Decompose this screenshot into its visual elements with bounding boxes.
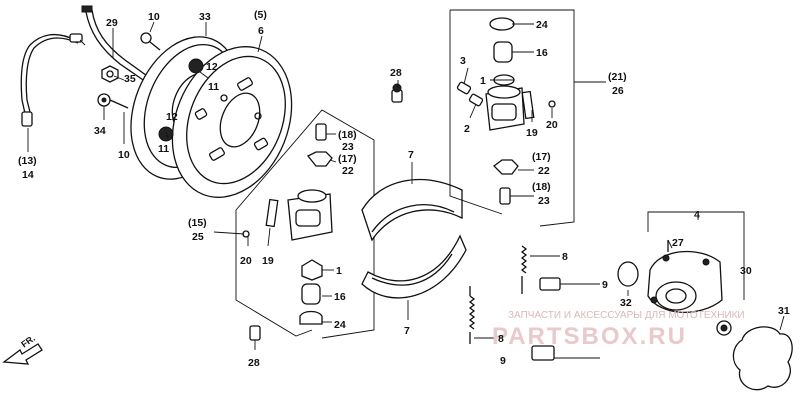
spring-8-lower [468,286,476,344]
callout-20-left: 20 [240,255,252,267]
gasket-31 [732,326,793,391]
callout-21: (21) [608,71,627,83]
wheel-cylinder-group-right [449,9,575,227]
wheel-cylinder-group-left [235,109,375,350]
callout-14: 14 [22,169,34,181]
watermark-line-1: ЗАПЧАСТИ И АКСЕССУАРЫ ДЛЯ МОТОТЕХНИКИ [508,310,745,321]
callout-20-right: 20 [546,119,558,131]
callout-9-upper: 9 [602,279,608,291]
callout-12-lower: 12 [166,111,178,123]
callout-12-upper: 12 [206,61,218,73]
callout-11-lower: 11 [158,143,169,155]
callout-7-lower: 7 [404,325,410,337]
callout-24-left: 24 [334,319,346,331]
callout-4: 4 [694,209,700,221]
callout-9-lower: 9 [500,355,506,367]
callout-34: 34 [94,125,106,137]
callout-33: 33 [199,11,211,23]
callout-22-left: 22 [342,165,354,177]
brake-shoe-upper [361,162,463,242]
bleeder-28-top [391,83,403,103]
callout-17-right: (17) [532,151,551,163]
wheel-hub [617,211,745,336]
bolt-10 [140,32,161,51]
callout-22-right: 22 [538,165,550,177]
callout-8-upper: 8 [562,251,568,263]
bolt-12-lower [158,126,174,142]
brake-pipe [20,33,86,127]
callout-27: 27 [672,237,684,249]
callout-18-right: (18) [532,181,551,193]
callout-7-upper: 7 [408,149,414,161]
callout-18-left: (18) [338,129,357,141]
callout-5: (5) [254,9,267,21]
washer-34 [97,93,129,109]
callout-26: 26 [612,85,624,97]
callout-28-top: 28 [390,67,402,79]
callout-32: 32 [620,297,632,309]
callout-35: 35 [124,73,136,85]
bolt-12-upper [188,58,204,74]
leader-lines [27,21,785,359]
callout-10-lower: 10 [118,149,130,161]
callout-8-lower: 8 [498,333,504,345]
callout-10-top: 10 [148,11,160,23]
watermark-line-2: PARTSBOX.RU [492,323,687,350]
callout-15: (15) [188,217,207,229]
front-direction-arrow [2,343,43,365]
callout-16-right: 16 [536,47,548,59]
callout-19-right: 19 [526,127,538,139]
callout-29: 29 [106,17,118,29]
callout-2: 2 [464,123,470,135]
callout-30: 30 [740,265,752,277]
callout-17-left: (17) [338,153,357,165]
clip-9-upper [539,277,561,291]
spring-8-upper [520,245,528,294]
callout-25: 25 [192,231,204,243]
callout-11-upper: 11 [208,81,219,93]
callout-28-bottom: 28 [248,357,260,369]
callout-31: 31 [778,305,790,317]
callout-1-left: 1 [336,265,342,277]
callout-24-right: 24 [536,19,548,31]
callout-16-left: 16 [334,291,346,303]
backing-plate [171,46,293,198]
callout-13: (13) [18,155,37,167]
callout-6: 6 [258,25,264,37]
brake-shoe-lower [361,234,467,320]
callout-19-left: 19 [262,255,274,267]
callout-3: 3 [460,55,466,67]
callout-23-right: 23 [538,195,550,207]
clip-9-lower [531,345,555,361]
brake-cable [81,5,151,83]
callout-23-left: 23 [342,141,354,153]
callout-1-right: 1 [480,75,486,87]
nut-35 [101,65,119,83]
